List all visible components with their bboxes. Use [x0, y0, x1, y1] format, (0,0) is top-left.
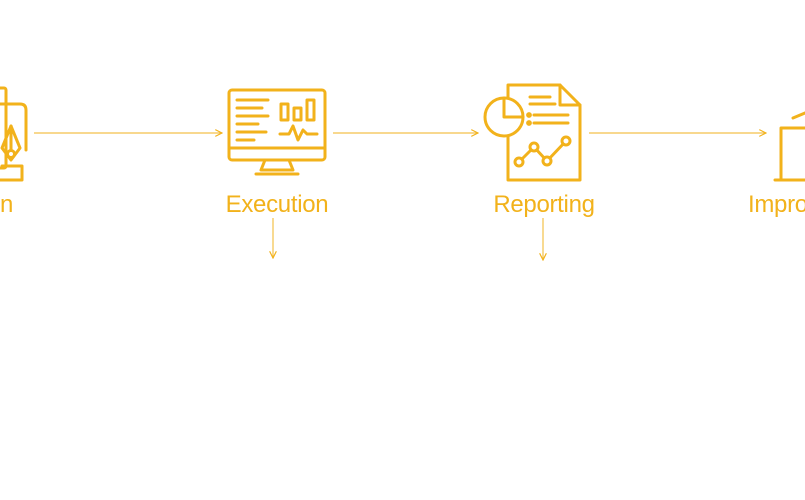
monitor-dashboard-icon — [227, 88, 327, 176]
step-label-1: n — [0, 191, 13, 218]
step-label-4: Impro — [748, 191, 805, 218]
podium-icon — [773, 111, 805, 182]
step-label-execution: Execution — [226, 191, 329, 218]
step-label-reporting: Reporting — [493, 191, 594, 218]
pen-nib-document-icon — [0, 86, 28, 182]
report-chart-icon — [483, 83, 582, 182]
